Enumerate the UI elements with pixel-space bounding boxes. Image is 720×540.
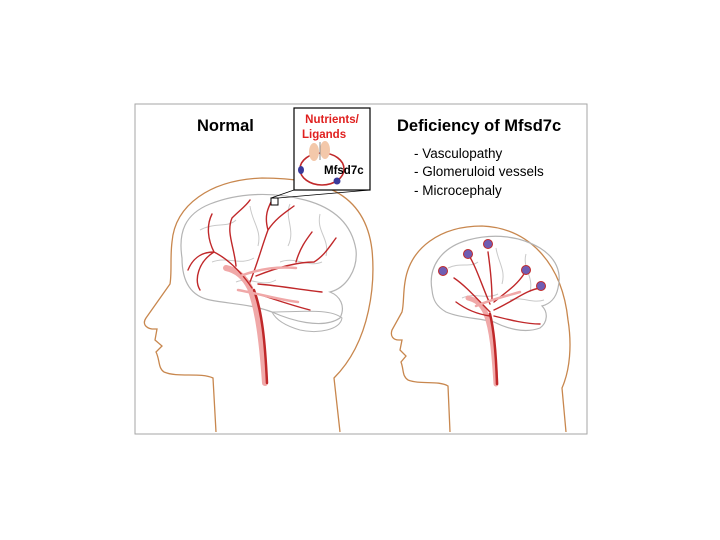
deficiency-head-illustration	[390, 225, 571, 433]
phenotype-item: - Microcephaly	[414, 183, 502, 198]
normal-brain-folds	[199, 203, 328, 284]
normal-brain-outline	[180, 193, 357, 325]
normal-vessel-trunk-light	[223, 265, 268, 386]
normal-vessel-branches	[187, 199, 337, 311]
normal-head-illustration	[143, 177, 374, 433]
inset-callout-line-right	[277, 189, 371, 199]
normal-vessel-highlights	[236, 266, 300, 304]
inset-marker	[270, 197, 279, 206]
normal-vessel-trunk	[252, 288, 269, 385]
glomeruloid-tuft	[483, 239, 493, 249]
inset-protein-label: Mfsd7c	[324, 165, 364, 177]
transporter-dot-left	[298, 166, 304, 174]
inset-heading-line2: Ligands	[302, 129, 346, 141]
deficiency-vessel-trunk	[488, 312, 499, 386]
inset-panel: Nutrients/ Ligands Mfsd7c	[293, 107, 371, 191]
deficiency-head-outline	[390, 225, 571, 433]
deficiency-vessel-trunk-light	[465, 295, 499, 387]
nutrient-blob-left	[309, 143, 319, 161]
transporter-dot-right	[333, 177, 341, 185]
nutrient-blob-right	[320, 141, 330, 159]
deficiency-vessel-highlights	[474, 290, 522, 308]
glomeruloid-tuft	[536, 281, 546, 291]
inset-callout-line-left	[270, 189, 295, 199]
deficiency-vessel-branches	[453, 251, 541, 325]
glomeruloid-tuft	[521, 265, 531, 275]
phenotype-item: - Vasculopathy	[414, 146, 503, 161]
normal-cerebellum	[271, 310, 343, 332]
phenotype-item: - Glomeruloid vessels	[414, 164, 544, 179]
normal-head-outline	[143, 177, 374, 433]
normal-title: Normal	[197, 117, 254, 135]
glomeruloid-tuft	[438, 266, 448, 276]
deficiency-title: Deficiency of Mfsd7c	[397, 117, 561, 135]
inset-box	[293, 107, 371, 191]
inset-heading-line1: Nutrients/	[305, 114, 359, 126]
deficiency-brain-outline	[430, 235, 560, 332]
glomeruloid-tuft	[463, 249, 473, 259]
